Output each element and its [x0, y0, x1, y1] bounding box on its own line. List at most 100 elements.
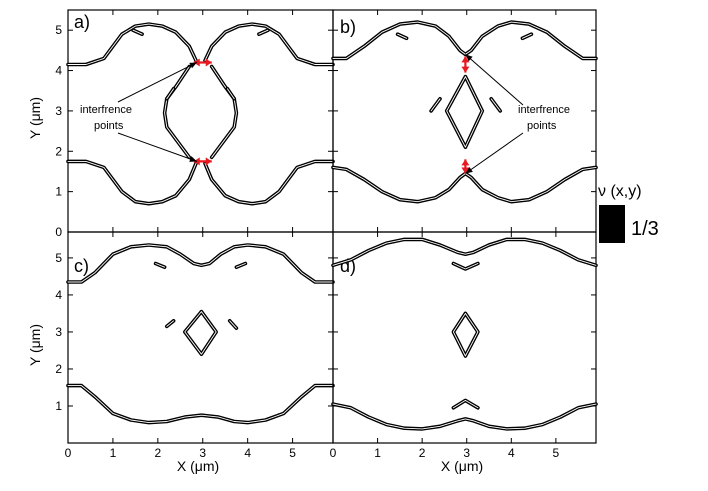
x-axis-title-left: X (μm): [177, 458, 219, 474]
colorbar-label: 1/3: [631, 218, 659, 240]
x-tick-label: 0: [330, 446, 337, 460]
contour-line-inner-1: [332, 403, 597, 430]
panel-1: [331, 9, 598, 233]
panel-label-b: b): [340, 17, 356, 37]
contour-line-inner-4: [490, 98, 501, 112]
y-tick-label: 2: [55, 144, 62, 158]
contour-line-inner-5: [397, 33, 408, 39]
interference-arrowhead: [205, 157, 212, 166]
contour-line-inner-0: [67, 244, 334, 283]
panel-2: 0 1 2 3 4 5 1 2 3 4 5: [55, 231, 335, 460]
panel-label-c: c): [74, 256, 89, 276]
x-tick-label: 3: [463, 446, 470, 460]
contour-line-inner-4: [164, 66, 190, 158]
annotation-pointer: [465, 132, 524, 174]
interference-arrowhead: [461, 56, 470, 63]
annotation-arrowhead: [189, 62, 197, 69]
panel-frame: [332, 9, 597, 233]
contour-line-inner-1: [204, 23, 334, 65]
contour-line-inner-1: [332, 166, 597, 203]
x-tick-label: 5: [553, 446, 560, 460]
contour-line-1: [331, 402, 598, 431]
x-tick-label: 2: [154, 446, 161, 460]
annotation-arrowhead: [465, 54, 473, 62]
x-tick-label: 4: [508, 446, 515, 460]
contour-line-inner-6: [132, 29, 143, 35]
annotation-a-line2: points: [94, 120, 124, 132]
annotation-arrowhead: [465, 166, 473, 174]
annotation-b-line2: points: [527, 120, 557, 132]
colorbar: ν (x,y) 1/3: [598, 183, 659, 243]
contour-line-inner-0: [332, 238, 597, 266]
annotation-pointer: [117, 132, 198, 162]
panel-frame: [332, 231, 597, 444]
x-tick-label: 0: [65, 446, 72, 460]
x-axis-title-right: X (μm): [441, 458, 483, 474]
contour-line-inner-0: [67, 23, 197, 65]
interference-arrowhead: [205, 58, 212, 67]
x-tick-label: 1: [110, 446, 117, 460]
contour-line-0: [331, 237, 598, 268]
contour-line-inner-8: [166, 88, 175, 100]
y-axis-title-bottom: Y (μm): [27, 324, 43, 366]
contour-line-3: [451, 261, 480, 271]
y-tick-label: 4: [55, 64, 62, 78]
contour-line-2: [183, 309, 218, 357]
contour-line-inner-6: [235, 263, 246, 268]
contour-line-inner-9: [226, 88, 235, 100]
contour-line-inner-6: [521, 33, 532, 39]
contour-line-inner-2: [67, 160, 197, 205]
contour-line-inner-7: [258, 29, 269, 35]
contour-line-3: [203, 159, 335, 206]
contour-line-inner-4: [452, 399, 479, 409]
contour-line-inner-2: [452, 312, 479, 357]
contour-line-inner-2: [184, 311, 217, 355]
contour-line-inner-3: [452, 263, 479, 270]
y-tick-label: 5: [55, 23, 62, 37]
y-tick-label: 5: [55, 251, 62, 265]
y-tick-label: 3: [55, 325, 62, 339]
y-tick-label: 4: [55, 288, 62, 302]
interference-arrowhead: [461, 167, 470, 174]
x-tick-label: 4: [244, 446, 251, 460]
y-tick-label: 1: [55, 185, 62, 199]
contour-line-inner-2: [446, 76, 483, 148]
x-tick-label: 3: [199, 446, 206, 460]
contour-line-inner-5: [211, 66, 237, 158]
x-tick-label: 5: [289, 446, 296, 460]
contour-line-inner-3: [204, 160, 334, 205]
x-tick-label: 2: [419, 446, 426, 460]
annotation-b: interfrence points: [518, 104, 570, 132]
contour-line-4: [162, 64, 192, 160]
y-tick-label: 0: [55, 225, 62, 239]
contour-line-2: [66, 159, 198, 206]
panels: 0 1 2 3 4 5 0 1 2 3 4 5 1 2 3 4 5 0 1 2 3 4 5: [55, 9, 598, 460]
annotation-pointer: [117, 62, 198, 103]
colorbar-swatch: [599, 205, 625, 243]
annotation-arrowhead: [189, 156, 197, 162]
y-tick-label: 1: [55, 399, 62, 413]
annotation-a-line1: interfrence: [80, 104, 132, 116]
interference-arrowhead: [461, 159, 470, 166]
contour-line-inner-1: [67, 385, 334, 424]
interference-arrowhead: [461, 66, 470, 73]
panel-label-a: a): [74, 12, 90, 32]
contour-line-inner-3: [166, 320, 175, 327]
y-tick-label: 2: [55, 362, 62, 376]
contour-line-inner-4: [229, 320, 237, 329]
panel-3: 0 1 2 3 4 5: [330, 231, 598, 460]
x-tick-label: 1: [374, 446, 381, 460]
annotation-pointer: [465, 54, 524, 106]
contour-line-inner-5: [155, 263, 166, 268]
contour-line-inner-3: [430, 98, 441, 112]
y-axis-title-top: Y (μm): [27, 97, 43, 139]
annotation-b-line1: interfrence: [518, 104, 570, 116]
y-tick-label: 3: [55, 104, 62, 118]
contour-line-4: [451, 398, 480, 410]
contour-line-2: [451, 311, 480, 358]
colorbar-title: ν (x,y): [598, 183, 642, 200]
annotation-a: interfrence points: [80, 104, 132, 132]
contour-line-2: [444, 74, 485, 149]
contour-line-5: [209, 64, 239, 160]
